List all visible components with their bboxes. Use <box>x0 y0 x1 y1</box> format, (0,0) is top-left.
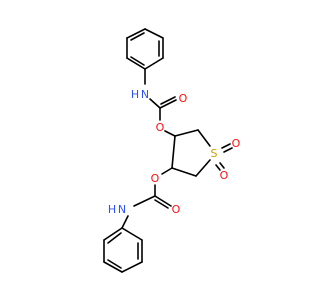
atom-o-carbonyl-top: O <box>179 92 188 105</box>
sulfolane-ring <box>171 129 233 177</box>
top-carbamate <box>144 68 177 137</box>
atom-o-sulfonyl-1: O <box>232 137 241 150</box>
molecule-structure-diagram: N H O O S O O O O N H <box>103 28 241 273</box>
atom-h-bottom: H <box>108 203 116 216</box>
atom-o-ester-bottom: O <box>151 172 160 185</box>
bottom-carbamate <box>121 167 173 229</box>
bottom-phenyl-ring <box>103 227 143 273</box>
atom-h-top: H <box>131 88 139 101</box>
top-phenyl-ring <box>126 28 164 70</box>
atom-n-bottom: N <box>118 203 126 216</box>
atom-o-carbonyl-bottom: O <box>172 203 181 216</box>
atom-o-ester-top: O <box>156 121 165 134</box>
atom-n-top: N <box>141 88 149 101</box>
atom-labels: N H O O S O O O O N H <box>108 88 241 216</box>
atom-o-sulfonyl-2: O <box>220 169 229 182</box>
atom-s-ring: S <box>211 147 218 160</box>
